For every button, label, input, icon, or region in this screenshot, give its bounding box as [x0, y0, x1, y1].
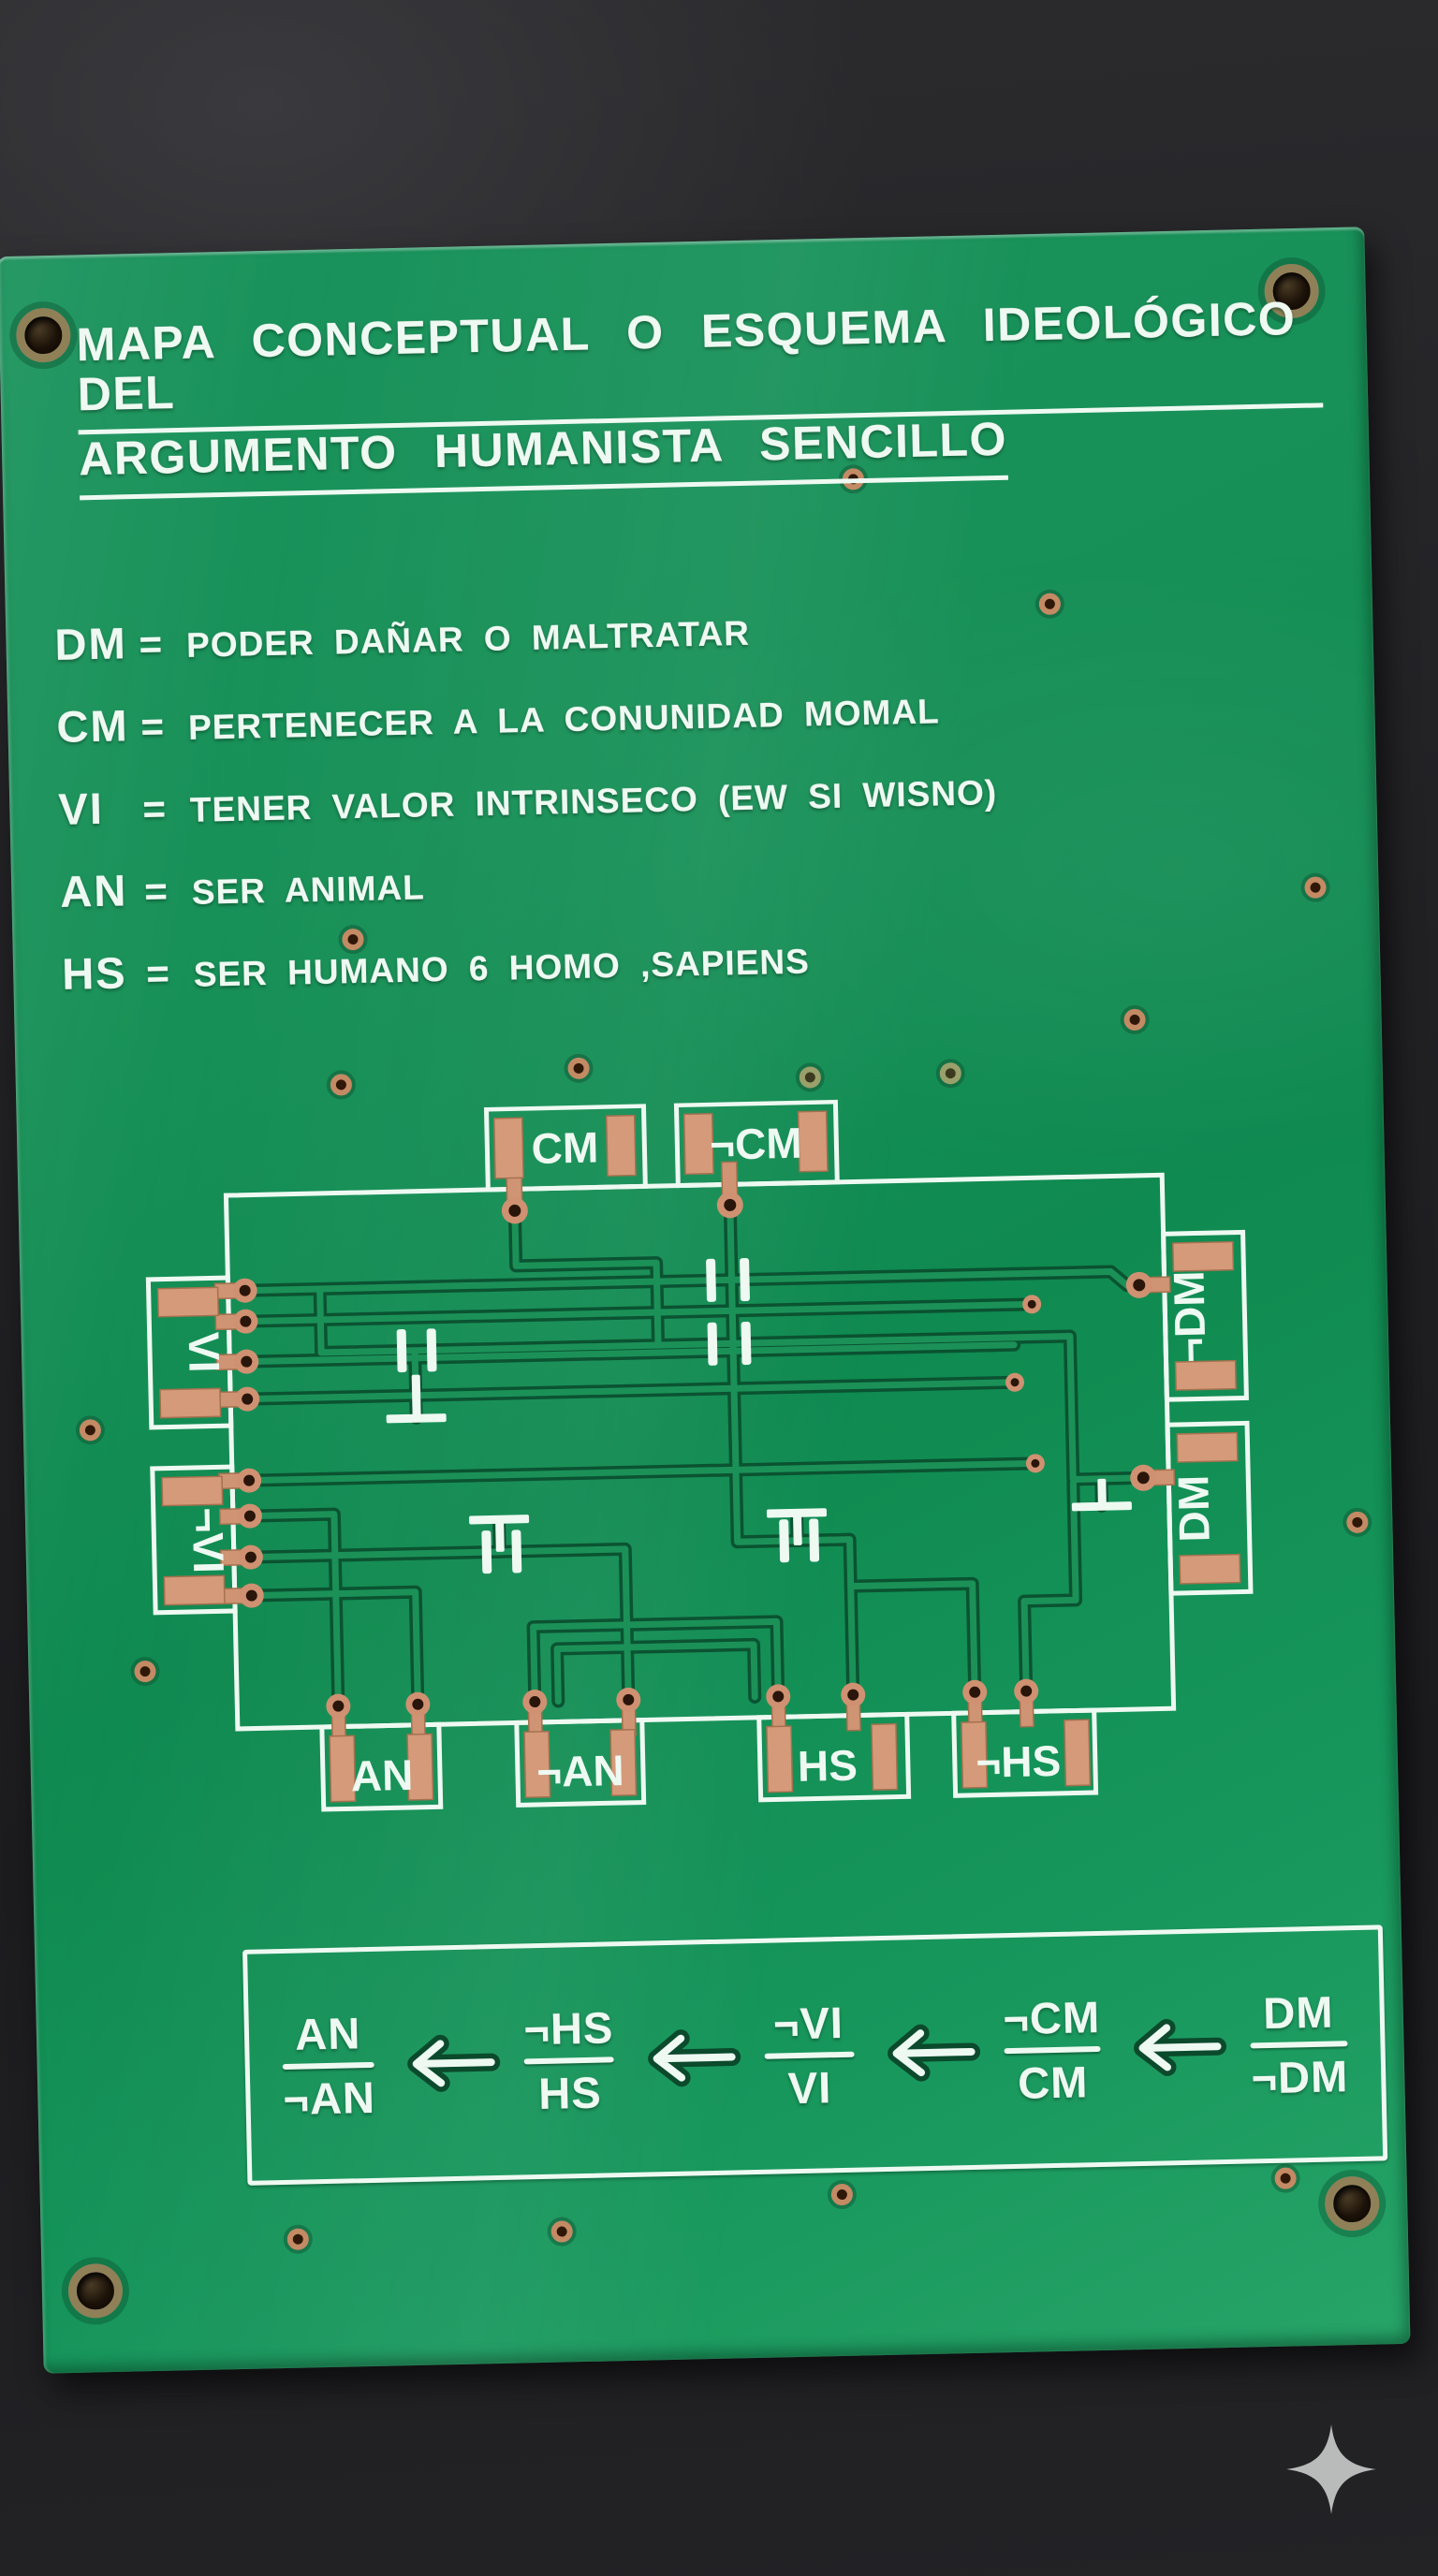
- pad-label-dm: DM: [1168, 1474, 1219, 1543]
- legend-desc: SER HUMANO 6 HOMO ,SAPIENS: [193, 942, 811, 994]
- fraction-numerator: DM: [1262, 1986, 1334, 2038]
- fraction-denominator: ¬DM: [1251, 2051, 1349, 2103]
- mounting-hole-bottom-right: [1324, 2175, 1380, 2232]
- fraction-dm: DM ¬DM: [1250, 1986, 1349, 2103]
- legend-row-hs: HS = SER HUMANO 6 HOMO ,SAPIENS: [62, 928, 1002, 1000]
- drill-via: [1123, 1008, 1146, 1032]
- pad-label-an: AN: [350, 1750, 414, 1800]
- pad-label-vi: VI: [180, 1331, 229, 1373]
- fraction-hs: ¬HS HS: [522, 2001, 616, 2119]
- legend: DM = PODER DAÑAR O MALTRATAR CM = PERTEN…: [54, 598, 1001, 1000]
- legend-row-vi: VI = TENER VALOR INTRINSECO (EW SI WISNO…: [58, 763, 998, 835]
- pad-label-not-cm: ¬CM: [710, 1119, 803, 1169]
- drill-via: [830, 2183, 854, 2206]
- pad-label-not-vi: ¬VI: [183, 1507, 234, 1573]
- pad-label-not-an: ¬AN: [536, 1746, 624, 1796]
- fiducial-dot: [939, 1061, 962, 1085]
- drill-via: [1346, 1511, 1369, 1534]
- formula-chain-box: AN ¬AN ¬HS HS ¬VI VI: [242, 1925, 1388, 2186]
- fraction-bar: [764, 2051, 855, 2059]
- legend-row-cm: CM = PERTENECER A LA CONUNIDAD MOMAL: [56, 681, 996, 753]
- equals-sign: =: [141, 786, 167, 831]
- fraction-numerator: ¬CM: [1002, 1991, 1101, 2043]
- legend-abbr: AN: [59, 865, 128, 916]
- drill-via: [79, 1419, 102, 1442]
- mounting-hole-top-left: [15, 307, 71, 363]
- drill-via: [567, 1057, 590, 1080]
- fraction-numerator: ¬HS: [522, 2001, 614, 2055]
- title-line-1: MAPA CONCEPTUAL O ESQUEMA IDEOLÓGICO DEL: [76, 292, 1324, 435]
- pad-label-cm: CM: [531, 1122, 599, 1173]
- fiducial-dot: [799, 1066, 822, 1089]
- copper-stubs: [213, 1161, 1176, 1743]
- fraction-vi: ¬VI VI: [763, 1997, 856, 2114]
- drill-via: [286, 2228, 310, 2250]
- legend-row-dm: DM = PODER DAÑAR O MALTRATAR: [54, 598, 994, 670]
- equals-sign: =: [143, 869, 169, 914]
- sparkle-star-icon: [1286, 2424, 1376, 2514]
- equals-sign: =: [145, 951, 170, 996]
- junction-bar-symbols: [386, 1258, 1132, 1574]
- pad-label-not-hs: ¬HS: [976, 1736, 1062, 1787]
- mounting-hole-bottom-left: [67, 2262, 124, 2320]
- fraction-bar: [524, 2056, 615, 2065]
- pad-label-hs: HS: [797, 1741, 858, 1791]
- drill-via: [550, 2220, 573, 2243]
- legend-desc: PERTENECER A LA CONUNIDAD MOMAL: [187, 692, 941, 747]
- copper-pads: [156, 1110, 1241, 1803]
- fraction-numerator: AN: [294, 2007, 361, 2059]
- fraction-denominator: CM: [1017, 2056, 1089, 2108]
- drill-via: [1304, 876, 1327, 899]
- legend-abbr: VI: [57, 783, 105, 834]
- fraction-bar: [282, 2061, 375, 2071]
- silkscreen-outlines: [145, 1099, 1254, 1812]
- legend-row-an: AN = SER ANIMAL: [60, 845, 1000, 917]
- left-arrow-icon: [407, 2034, 501, 2092]
- fraction-denominator: VI: [787, 2062, 832, 2114]
- legend-abbr: HS: [61, 947, 128, 999]
- equals-sign: =: [139, 622, 163, 666]
- fraction-bar: [1250, 2041, 1348, 2049]
- drill-via: [1274, 2167, 1297, 2189]
- pcb-board: MAPA CONCEPTUAL O ESQUEMA IDEOLÓGICO DEL…: [0, 227, 1411, 2374]
- fraction-denominator: HS: [537, 2067, 603, 2119]
- left-arrow-icon: [647, 2029, 741, 2087]
- fraction-an: AN ¬AN: [282, 2007, 376, 2125]
- legend-desc: TENER VALOR INTRINSECO (EW SI WISNO): [189, 773, 998, 829]
- drill-via: [1038, 593, 1062, 616]
- drill-rings: [232, 1192, 1157, 1719]
- legend-abbr: CM: [55, 700, 130, 752]
- legend-desc: SER ANIMAL: [191, 868, 426, 912]
- concept-map-circuit-diagram: CM ¬CM VI ¬VI ¬DM DM AN ¬AN HS ¬HS: [145, 1099, 1254, 1812]
- pad-label-not-dm: ¬DM: [1164, 1270, 1214, 1364]
- legend-abbr: DM: [53, 618, 128, 669]
- fraction-cm: ¬CM CM: [1002, 1991, 1102, 2108]
- left-arrow-icon: [887, 2024, 980, 2082]
- title-block: MAPA CONCEPTUAL O ESQUEMA IDEOLÓGICO DEL…: [76, 292, 1325, 500]
- fraction-bar: [1004, 2045, 1101, 2055]
- left-arrow-icon: [1134, 2018, 1227, 2076]
- fraction-numerator: ¬VI: [772, 1997, 844, 2049]
- equals-sign: =: [139, 704, 165, 749]
- fraction-denominator: ¬AN: [282, 2071, 376, 2125]
- drill-via: [330, 1074, 353, 1096]
- legend-desc: PODER DAÑAR O MALTRATAR: [185, 613, 751, 665]
